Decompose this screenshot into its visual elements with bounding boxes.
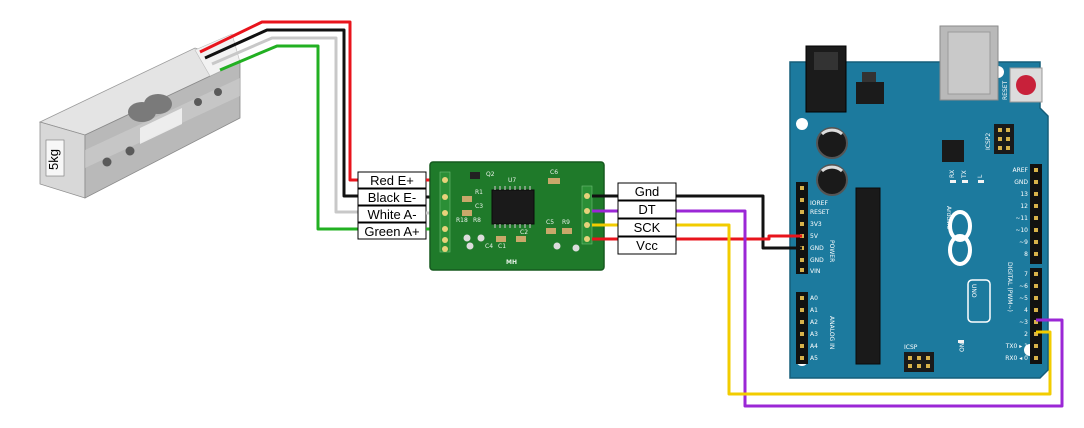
pin-a1: A1: [810, 307, 818, 314]
digital-section-label: DIGITAL (PWM~): [1006, 262, 1013, 312]
hx711-left-label-boxes: Red E+ Black E- White A- Green A+: [357, 171, 427, 240]
pin-a3: A3: [810, 331, 818, 338]
load-cell: 5kg: [38, 33, 242, 199]
label-white-a-minus: White A-: [367, 207, 416, 222]
silk-q2: Q2: [486, 171, 495, 178]
pin-aref: AREF: [1012, 167, 1028, 174]
rx-label: RX: [949, 170, 956, 178]
pin-12: 12: [1020, 203, 1028, 210]
green-wire: [219, 44, 426, 231]
load-cell-capacity-label: 5kg: [46, 149, 61, 170]
pin-8: 8: [1024, 251, 1028, 258]
pin-0-rx: RX0 ◂ 0: [1005, 355, 1028, 362]
label-black-e-minus: Black E-: [368, 190, 416, 205]
arduino-wire-ends: [763, 234, 1062, 334]
silk-r9: R9: [562, 219, 570, 226]
silk-r1: R1: [475, 189, 483, 196]
label-vcc: Vcc: [636, 238, 658, 253]
pin-3: ~3: [1019, 319, 1028, 326]
hx711-right-label-boxes: Gnd DT SCK Vcc: [617, 182, 677, 255]
silk-c1: C1: [498, 243, 506, 250]
pin-13: 13: [1020, 191, 1028, 198]
label-sck: SCK: [634, 220, 661, 235]
silk-u7: U7: [508, 177, 516, 184]
silk-c5: C5: [546, 219, 554, 226]
reset-label: RESET: [1002, 80, 1009, 100]
model-text: UNO: [970, 284, 977, 298]
silk-r18: R18: [456, 217, 468, 224]
label-gnd: Gnd: [635, 184, 660, 199]
pin-a4: A4: [810, 343, 818, 350]
icsp-label: ICSP: [904, 344, 918, 351]
pin-gnd-3: GND: [1014, 179, 1028, 186]
pin-vin: VIN: [810, 268, 820, 275]
silk-r8: R8: [473, 217, 481, 224]
pin-reset: RESET: [810, 209, 830, 216]
power-section-label: POWER: [828, 240, 835, 262]
icsp2-label: ICSP2: [985, 133, 992, 150]
pin-a0: A0: [810, 295, 818, 302]
pin-6: ~6: [1019, 283, 1028, 290]
on-label: ON: [959, 343, 966, 352]
silk-c2: C2: [520, 229, 528, 236]
pin-10: ~10: [1015, 227, 1028, 234]
pin-5: ~5: [1019, 295, 1028, 302]
label-dt: DT: [638, 202, 655, 217]
pin-4: 4: [1024, 307, 1028, 314]
pin-a2: A2: [810, 319, 818, 326]
l-led-label: L: [977, 174, 984, 178]
arduino-logo: Arduino: [945, 206, 972, 266]
silk-c4: C4: [485, 243, 493, 250]
pin-11: ~11: [1015, 215, 1028, 222]
brand-text: Arduino: [945, 206, 952, 230]
pin-7: 7: [1024, 271, 1028, 278]
pin-2: 2: [1024, 331, 1028, 338]
silk-c3: C3: [475, 203, 483, 210]
pin-a5: A5: [810, 355, 818, 362]
pin-3v3: 3V3: [810, 221, 822, 228]
silk-mh: MH: [506, 259, 517, 266]
silk-c6: C6: [550, 169, 558, 176]
pin-gnd-2: GND: [810, 257, 824, 264]
label-red-e-plus: Red E+: [370, 173, 414, 188]
tx-label: TX: [961, 170, 968, 179]
pin-1-tx: TX0 ▸ 1: [1005, 343, 1028, 350]
pin-gnd-1: GND: [810, 245, 824, 252]
pin-5v: 5V: [810, 233, 819, 240]
hx711-board: Q2 U7 C6 R1 C3 C2 C5 R9 C4 C1 R18 R8 MH: [429, 161, 605, 271]
arduino-uno-board: RESET ICSP2 RX TX L Arduino UNO ON: [789, 25, 1049, 379]
label-green-a-plus: Green A+: [364, 224, 419, 239]
analog-section-label: ANALOG IN: [828, 316, 835, 349]
pin-ioref: IOREF: [810, 200, 828, 207]
pin-9: ~9: [1019, 239, 1028, 246]
